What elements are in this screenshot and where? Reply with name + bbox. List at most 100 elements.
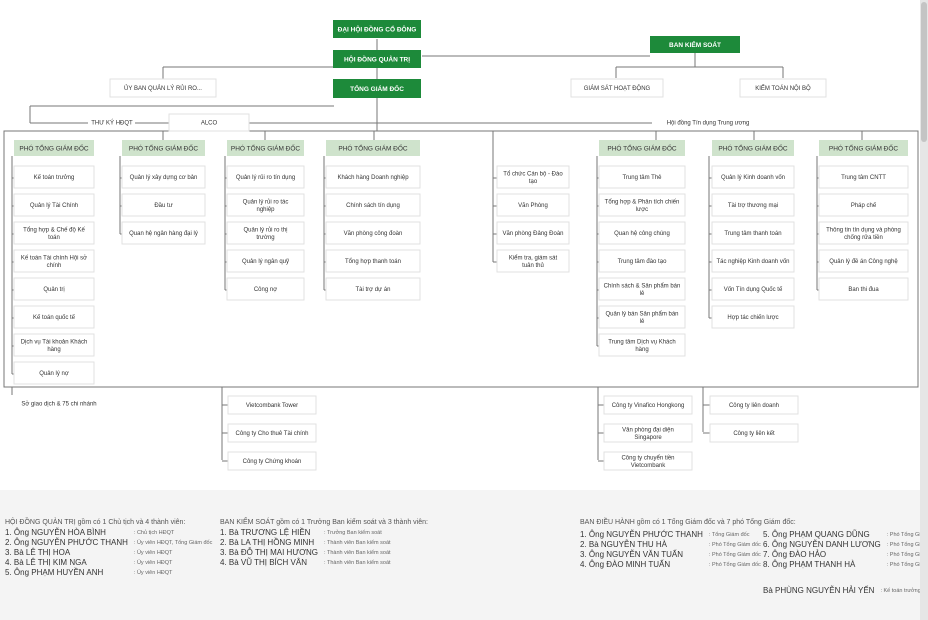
deputy-ceo-header-2: PHÓ TỔNG GIÁM ĐỐC [122, 140, 205, 156]
department-box-bg [226, 249, 305, 273]
department-box-bg [226, 165, 305, 189]
member-row: 4. Bà LÊ THỊ KIM NGA: Ủy viên HĐQT [5, 558, 212, 568]
department-box-bg [818, 193, 909, 217]
subsidiary-box-label: Công ty Vinafico Hongkong [612, 403, 685, 409]
member-row: 3. Bà ĐỖ THỊ MAI HƯƠNG: Thành viên Ban k… [220, 548, 391, 558]
department-box: Quan hệ ngân hàng đại lý [121, 221, 206, 245]
board-box: HỘI ĐỒNG QUẢN TRỊ [333, 50, 421, 68]
executive-extra-table: Bà PHÙNG NGUYỄN HẢI YẾN: Kế toán trưởng [763, 586, 921, 596]
org-chart: ĐẠI HỘI ĐỒNG CỔ ĐÔNG HỘI ĐỒNG QUẢN TRỊ TỔN… [3, 20, 919, 471]
department-box-label: Tài trợ thương mại [728, 203, 778, 209]
member-role: : Phó Tổng Giám đốc [886, 552, 928, 558]
subsidiary-box-bg [603, 451, 693, 471]
department-box-label: Quản lý xây dựng cơ bản [130, 175, 198, 181]
department-box-bg [121, 165, 206, 189]
member-name: 4. Bà VŨ THỊ BÍCH VÂN [220, 558, 307, 567]
member-role: : Ủy viên HĐQT [133, 560, 173, 566]
board-summary-heading: HỘI ĐỒNG QUẢN TRỊ gồm có 1 Chủ tịch và 4… [5, 519, 186, 526]
department-box-label: Công nợ [254, 287, 277, 293]
member-role: : Thành viên Ban kiểm soát [324, 560, 391, 566]
member-name: 6. Ông NGUYỄN DANH LƯƠNG [763, 540, 881, 549]
department-box: Quản lý xây dựng cơ bản [121, 165, 206, 189]
member-row: 1. Ông NGUYỄN HÒA BÌNH: Chủ tịch HĐQT [5, 528, 212, 538]
department-box: Quản lý đề án Công nghệ [818, 249, 909, 273]
department-box: Đầu tư [121, 193, 206, 217]
department-box-label: Quản lý ngân quỹ [242, 259, 289, 265]
ceo-box-label: TỔNG GIÁM ĐỐC [350, 83, 404, 93]
member-name: 7. Ông ĐÀO HẢO [763, 550, 827, 559]
vertical-scrollbar[interactable] [920, 0, 928, 620]
member-role: : Phó Tổng Giám đốc [708, 542, 761, 548]
department-box-label: Kế toán quốc tế [33, 315, 76, 321]
department-box: Kế toán trưởng [13, 165, 95, 189]
member-name: 3. Ông NGUYỄN VĂN TUẤN [580, 550, 683, 559]
member-name: 5. Ông PHẠM QUANG DŨNG [763, 530, 870, 539]
department-box: Quan hệ công chúng [598, 221, 686, 245]
member-row: 1. Ông NGUYỄN PHƯỚC THANH: Tổng Giám đốc [580, 530, 761, 540]
department-box-label: Văn Phòng [518, 203, 548, 209]
department-box-bg [13, 361, 95, 385]
supervisory-members-table: 1. Bà TRƯƠNG LỆ HIỀN: Trưởng Ban kiểm so… [220, 528, 391, 568]
department-box: Ban thi đua [818, 277, 909, 301]
deputy-ceo-header-7-bg [712, 140, 794, 156]
department-box-label: Tác nghiệp Kinh doanh vốn [716, 259, 789, 265]
supervisory-summary-heading: BAN KIỂM SOÁT gồm có 1 Trưởng Ban kiểm s… [220, 519, 428, 526]
supervisory-box-label: BAN KIỂM SOÁT [669, 40, 721, 49]
deputy-ceo-header-6-label: PHÓ TỔNG GIÁM ĐỐC [607, 142, 677, 152]
supervisory-box: BAN KIỂM SOÁT [650, 36, 740, 53]
department-box-bg [711, 193, 795, 217]
department-box-bg [325, 165, 421, 189]
department-box-label: Đầu tư [154, 203, 172, 209]
deputy-ceo-header-1: PHÓ TỔNG GIÁM ĐỐC [14, 140, 94, 156]
department-box: Kế toán quốc tế [13, 305, 95, 329]
activity-supervision-box: GIÁM SÁT HOẠT ĐỘNG [570, 78, 664, 98]
department-box-label: Văn phòng công đoàn [344, 231, 403, 237]
department-box-bg [818, 221, 909, 245]
deputy-ceo-header-6-bg [599, 140, 685, 156]
activity-supervision-box-label: GIÁM SÁT HOẠT ĐỘNG [584, 85, 651, 92]
scrollbar-thumb[interactable] [921, 2, 927, 142]
department-box: Khách hàng Doanh nghiệp [325, 165, 421, 189]
member-row: 3. Ông NGUYỄN VĂN TUẤN: Phó Tổng Giám đố… [580, 550, 761, 560]
member-name: 3. Bà LÊ THỊ HOA [5, 548, 71, 557]
department-box: Trung tâm đào tạo [598, 249, 686, 273]
affiliate-box-bg [709, 423, 799, 443]
department-box-label: Hợp tác chiến lược [727, 315, 778, 321]
department-box: Chính sách tín dụng [325, 193, 421, 217]
member-name: 2. Ông NGUYỄN PHƯỚC THANH [5, 538, 128, 547]
general-meeting-box: ĐẠI HỘI ĐỒNG CỔ ĐÔNG [333, 20, 421, 38]
department-box-label: Quan hệ công chúng [614, 231, 670, 237]
deputy-ceo-header-3-bg [227, 140, 304, 156]
department-box-label: Quản lý Kinh doanh vốn [721, 175, 785, 181]
department-box-bg [711, 249, 795, 273]
member-row: 4. Ông ĐÀO MINH TUẤN: Phó Tổng Giám đốc [580, 560, 761, 570]
member-row: 3. Bà LÊ THỊ HOA: Ủy viên HĐQT [5, 548, 212, 558]
member-name: 2. Bà LA THỊ HỒNG MINH [220, 538, 315, 547]
department-box: Tài trợ dự án [325, 277, 421, 301]
department-box-bg [13, 277, 95, 301]
department-box-bg [121, 193, 206, 217]
department-box-bg [711, 221, 795, 245]
general-meeting-box-bg [333, 20, 421, 38]
board-members-table: 1. Ông NGUYỄN HÒA BÌNH: Chủ tịch HĐQT 2.… [5, 528, 212, 578]
board-summary: HỘI ĐỒNG QUẢN TRỊ gồm có 1 Chủ tịch và 4… [5, 518, 215, 578]
department-box-bg [496, 193, 570, 217]
affiliate-box-bg [709, 395, 799, 415]
department-box: Trung tâm thanh toán [711, 221, 795, 245]
department-box-bg [13, 193, 95, 217]
general-meeting-box-label: ĐẠI HỘI ĐỒNG CỔ ĐÔNG [338, 23, 417, 33]
deputy-ceo-header-4-bg [326, 140, 420, 156]
